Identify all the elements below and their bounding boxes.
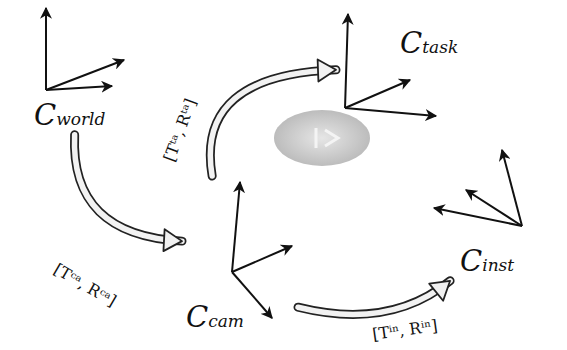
frame-label: Cworld: [34, 98, 105, 133]
frame-label: Ctask: [400, 26, 458, 61]
axis: [345, 80, 410, 108]
arrow-body: [210, 70, 336, 176]
arrowhead: [318, 60, 336, 82]
axis: [46, 60, 124, 90]
axis: [345, 14, 348, 108]
coordinate-frame: Cinst: [428, 142, 558, 281]
transform-arrow: [298, 281, 450, 315]
arrow-outline: [298, 281, 450, 315]
axis: [46, 86, 112, 90]
arrow-outline: [210, 70, 336, 176]
disk-mark: [315, 128, 318, 148]
frame-label: Ccam: [186, 300, 244, 335]
task-axes: [345, 14, 436, 116]
transform-label: [Tᶜᵃ, Rᶜᵃ]: [48, 258, 122, 312]
axis: [232, 182, 240, 272]
coordinate-frame: Ccam: [182, 176, 298, 337]
coordinate-frame: Cworld: [22, 4, 134, 135]
cam-axes: [232, 182, 292, 318]
transform-label: [Tⁱⁿ, Rⁱⁿ]: [368, 316, 442, 345]
disk-mark: [325, 130, 338, 146]
task-disk: [274, 110, 370, 166]
coordinate-frame: Ctask: [336, 6, 473, 118]
arrow-body: [298, 281, 450, 315]
axis: [232, 246, 292, 272]
world-axes: [46, 8, 124, 90]
transform-arrow: [210, 60, 336, 176]
axis: [345, 108, 436, 116]
axis: [434, 208, 522, 226]
axis: [45, 8, 47, 90]
transform-label: [Tᵗᵃ, Rᵗᵃ]: [159, 93, 202, 167]
frame-label: Cinst: [460, 244, 514, 279]
arrowhead: [163, 229, 182, 251]
inst-axes: [434, 150, 522, 226]
arrowhead: [429, 281, 450, 301]
